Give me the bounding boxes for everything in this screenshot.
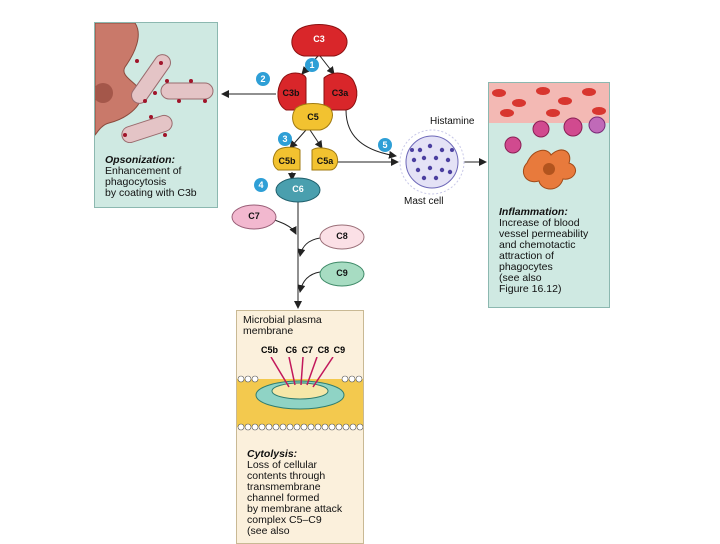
opsonization-panel: Opsonization: Enhancement of phagocytosi… [94,22,218,208]
cytolysis-panel: Microbial plasma membrane C5b C6 C7 C8 C… [236,310,364,544]
membrane-caption-line: membrane [243,325,294,337]
phagocyte-illustration [95,23,214,143]
c6-label: C6 [292,184,304,194]
blood-vessel-illustration [489,83,609,190]
cytolysis-line: complex C5–C9 [247,514,322,526]
mac-component-labels: C5b C6 C7 C8 C9 [261,345,345,355]
c5b-label: C5b [278,156,296,166]
cytolysis-line: contents through [247,470,326,482]
microbe-1 [131,54,171,104]
mac-label-c5b: C5b [261,345,279,355]
inflammation-line: vessel permeability [499,228,589,240]
membrane-caption: Microbial plasma membrane [243,315,322,337]
opsonization-line: by coating with C3b [105,187,197,199]
c3-label: C3 [313,34,325,44]
mac-label-c6: C6 [285,345,298,355]
lipid-heads-bottom [237,423,363,431]
opsonization-line: Enhancement of [105,165,182,177]
mac-arrows [270,357,334,388]
mac-label-c7: C7 [301,345,314,355]
c7-label: C7 [248,211,260,221]
inflammation-panel: Inflammation: Increase of blood vessel p… [488,82,610,308]
cytolysis-line: (see also [247,525,290,537]
inflammation-line: attraction of [499,250,554,262]
inflammation-text: Inflammation: Increase of blood vessel p… [499,207,588,295]
inflammation-line: Increase of blood [499,217,580,229]
step-4-badge: 4 [254,178,268,192]
c3b-label: C3b [282,88,300,98]
mac-label-c9: C9 [333,345,346,355]
mac-label-c8: C8 [317,345,330,355]
membrane-caption-line: Microbial plasma [243,314,322,326]
red-blood-cells [492,87,606,117]
cytolysis-line: transmembrane [247,481,321,493]
phagocytes-migrating [504,116,606,154]
phagocyte-nucleus [95,83,113,103]
step-3-badge: 3 [278,132,292,146]
c8-label: C8 [336,231,348,241]
c3a-label: C3a [331,88,349,98]
c5-label: C5 [307,112,319,122]
step-5-badge: 5 [378,138,392,152]
microbe-2 [160,79,214,103]
cytolysis-line: Loss of cellular [247,459,318,471]
cytolysis-title: Cytolysis: [247,448,298,460]
histamine-label: Histamine [430,116,475,127]
c5a-label: C5a [316,156,334,166]
membrane-illustration [237,357,363,431]
inflammation-title: Inflammation: [499,206,568,218]
inflammation-line: (see also [499,272,542,284]
microbe-3 [121,114,173,143]
inflammation-line: Figure 16.12) [499,283,562,295]
inflammation-line: and chemotactic [499,239,576,251]
cytolysis-line: by membrane attack [247,503,343,515]
opsonization-line: phagocytosis [105,176,167,188]
cytolysis-text: Cytolysis: Loss of cellular contents thr… [247,449,342,537]
opsonization-title: Opsonization: [105,154,175,166]
opsonization-text: Opsonization: Enhancement of phagocytosi… [105,155,197,199]
step-2-badge: 2 [256,72,270,86]
cytolysis-line: channel formed [247,492,320,504]
mast-cell [399,129,465,195]
transmembrane-channel [271,382,329,400]
c9-label: C9 [336,268,348,278]
mast-cell-label: Mast cell [404,196,444,207]
step-1-badge: 1 [305,58,319,72]
lipid-heads-top [237,375,363,383]
inflammation-line: phagocytes [499,261,553,273]
phagocyte-cell [95,23,142,136]
